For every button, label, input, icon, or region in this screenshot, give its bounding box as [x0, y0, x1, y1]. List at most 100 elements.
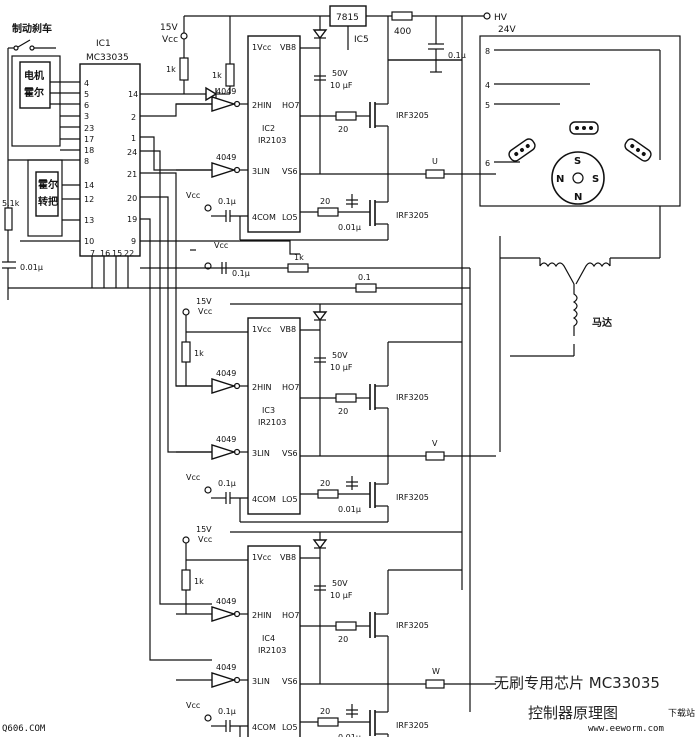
- brake-label: 制动刹车: [12, 22, 52, 35]
- svg-text:18: 18: [84, 146, 94, 155]
- svg-text:10: 10: [84, 237, 94, 246]
- stage2-r20-hi: 20: [338, 407, 348, 416]
- svg-text:1: 1: [131, 134, 136, 143]
- stage1-mos-hi: IRF3205: [396, 111, 429, 120]
- reg-7815: 7815: [336, 13, 359, 23]
- stage2-vcc-com: Vcc: [186, 473, 200, 482]
- stage2-c01u-com: 0.1μ: [218, 479, 236, 488]
- svg-text:3: 3: [84, 112, 89, 121]
- stage3-inv-label-1: 4049: [216, 663, 236, 672]
- stage2-c50v: 50V: [332, 351, 348, 360]
- stage2-ic-part: IR2103: [258, 418, 286, 427]
- stage3-pin-lo: LO5: [282, 723, 298, 732]
- stage1-pin-lin: 3LIN: [252, 167, 270, 176]
- stage1-r20-hi: 20: [338, 125, 348, 134]
- stage2-phase: V: [432, 439, 438, 448]
- stage3-inverter-0: [211, 606, 237, 622]
- stage3-pin-ho: HO7: [282, 611, 299, 620]
- stage3-mos-lo: IRF3205: [396, 721, 429, 730]
- rotor-pole-bottom: N: [574, 192, 582, 203]
- stage2-inv-label-0: 4049: [216, 369, 236, 378]
- watermark-right-cn: 下载站: [668, 707, 695, 719]
- top-supply: 15V Vcc 1k 1k 7815 IC5 400 HV 24V: [140, 5, 516, 174]
- ic5-label: IC5: [354, 35, 369, 45]
- brake-switch: 制动刹车: [7, 22, 56, 160]
- stage2-c001u: 0.01μ: [338, 505, 361, 514]
- stage3-inverter-1: [211, 672, 237, 688]
- r1k-top: 1k: [166, 65, 176, 74]
- stage1-pin-hin: 2HIN: [252, 101, 271, 110]
- svg-text:22: 22: [124, 249, 134, 258]
- stage3-vcc-com: Vcc: [186, 701, 200, 710]
- stage2-pin-vs: VS6: [282, 449, 298, 458]
- svg-text:17: 17: [84, 135, 94, 144]
- stage2-pin-vb: VB8: [280, 325, 296, 334]
- stage3-c10u: 10 μF: [330, 591, 353, 600]
- watermark-right: www.eeworm.com: [588, 724, 664, 734]
- svg-text:6: 6: [84, 101, 89, 110]
- motor-label: 马达: [592, 316, 612, 329]
- stage2-inverter-1: [211, 444, 237, 460]
- watermark-left: Q606.COM: [2, 724, 46, 734]
- stage1-c001u: 0.01μ: [338, 223, 361, 232]
- stage3-phase: W: [432, 667, 440, 676]
- r400-label: 400: [394, 27, 411, 37]
- stage3-v15: 15V: [196, 525, 212, 534]
- stage3-c50v: 50V: [332, 579, 348, 588]
- stage1-c10u: 10 μF: [330, 81, 353, 90]
- svg-text:20: 20: [127, 194, 137, 203]
- svg-text:5: 5: [84, 90, 89, 99]
- caption-line-1: 无刷专用芯片 MC33035: [494, 674, 660, 692]
- stage1-ir2103: [247, 35, 301, 233]
- stage1-pin-ho: HO7: [282, 101, 299, 110]
- stage1-inv-label-0: 4049: [216, 87, 236, 96]
- stage2-inv-label-1: 4049: [216, 435, 236, 444]
- rotor-pole-top: S: [574, 156, 581, 167]
- stage2-pin-vcc: 1Vcc: [252, 325, 271, 334]
- stage3-mos-hi: IRF3205: [396, 621, 429, 630]
- stage3-pin-vcc: 1Vcc: [252, 553, 271, 562]
- ic1-mc33035: IC1 MC33035 4 5 6 3 23 17 18 8 14 12 13 …: [79, 39, 141, 258]
- vcc-top: Vcc: [162, 35, 178, 45]
- ic1-part: MC33035: [86, 53, 129, 63]
- r01-shunt: [355, 283, 377, 293]
- c01u-top: 0.1μ: [448, 51, 466, 60]
- svg-text:4: 4: [485, 81, 490, 90]
- motor-hall-block: 电机 霍尔: [19, 61, 51, 109]
- c01u-mid: 0.1μ: [232, 269, 250, 278]
- svg-text:13: 13: [84, 216, 94, 225]
- c001u-left-label: 0.01μ: [20, 263, 43, 272]
- motor-hall-label-1: 电机: [24, 69, 44, 82]
- stage1-inverter-1: [211, 162, 237, 178]
- stage2-pin-com: 4COM: [252, 495, 276, 504]
- stage3-c001u: 0.01μ: [338, 733, 361, 737]
- svg-text:8: 8: [485, 47, 490, 56]
- stage3-r1k: 1k: [194, 577, 204, 586]
- stage3-vcc: Vcc: [198, 535, 212, 544]
- svg-text:14: 14: [84, 181, 94, 190]
- stage2-ir2103: [247, 317, 301, 515]
- stage1-pin-lo: LO5: [282, 213, 298, 222]
- stage3-r20-hi: 20: [338, 635, 348, 644]
- stage3-inv-label-0: 4049: [216, 597, 236, 606]
- stage3-ir2103: [247, 545, 301, 737]
- v15-top: 15V: [160, 23, 178, 33]
- stage1-phase: U: [432, 157, 438, 166]
- stage1-pin-vs: VS6: [282, 167, 298, 176]
- stage2-pin-hin: 2HIN: [252, 383, 271, 392]
- stage2-mos-lo: IRF3205: [396, 493, 429, 502]
- svg-text:6: 6: [485, 159, 490, 168]
- svg-text:4: 4: [84, 79, 89, 88]
- stage1-inverter-0: [211, 96, 237, 112]
- hall-handle-block: 霍尔 转把: [27, 159, 63, 237]
- stage3-c01u-com: 0.1μ: [218, 707, 236, 716]
- stage3-pin-hin: 2HIN: [252, 611, 271, 620]
- stage1-r20-lo: 20: [320, 197, 330, 206]
- rotor-pole-left: N: [556, 174, 564, 185]
- hall-handle-label-1: 霍尔: [38, 178, 58, 191]
- stage3-pin-vb: VB8: [280, 553, 296, 562]
- svg-text:8: 8: [84, 157, 89, 166]
- svg-text:19: 19: [127, 215, 137, 224]
- hall-handle-label-2: 转把: [38, 195, 58, 208]
